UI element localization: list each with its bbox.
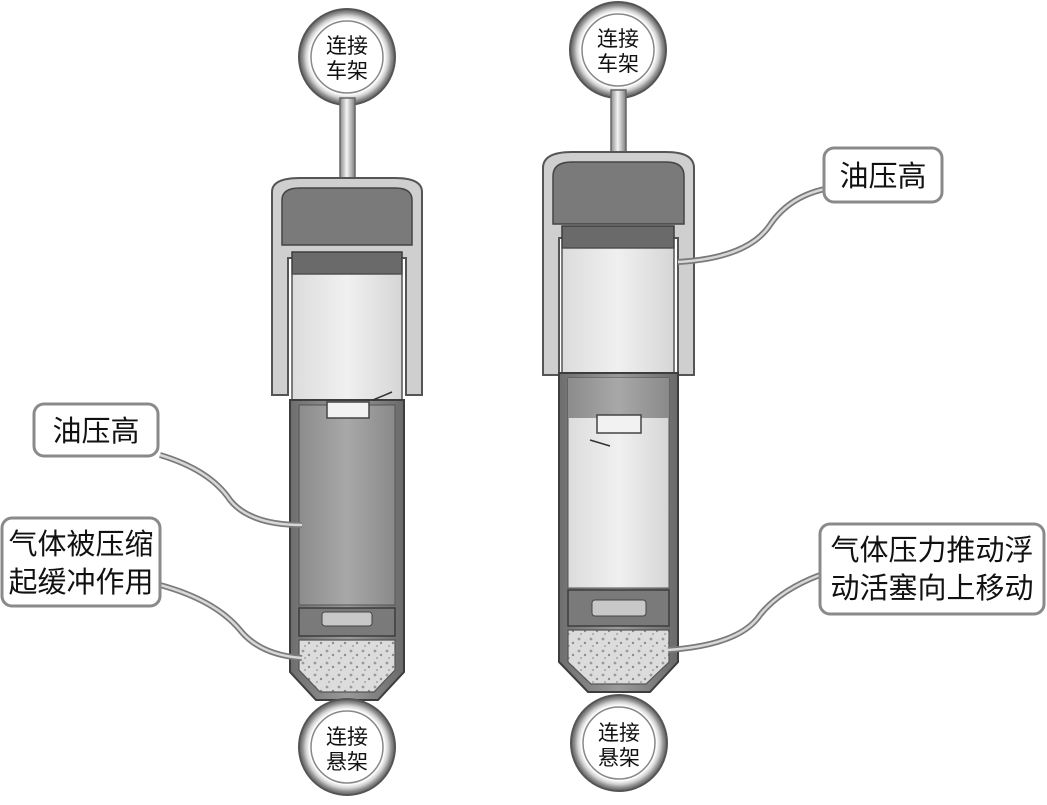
left-bottom-mount-label-line2: 悬架: [326, 750, 368, 774]
left-gas-label-box: [0, 516, 162, 608]
left-gas-chamber: [298, 639, 396, 693]
left-oil-chamber: [298, 404, 396, 606]
left-oil-label-box: [32, 402, 160, 458]
right-oil-label-box: [822, 146, 944, 204]
left-bottom-mount-label-line1: 连接: [326, 725, 368, 749]
left-oil-label: 油压高: [52, 414, 139, 448]
right-top-mount-label-line1: 连接: [597, 27, 639, 51]
left-oil-leader: [159, 452, 303, 528]
leader-lines: [159, 185, 831, 661]
left-gas-label-line1: 气体被压缩: [8, 527, 153, 561]
right-gas-chamber: [567, 629, 670, 685]
right-bottom-mount-eye: [570, 694, 668, 792]
right-gas-label-line1: 气体压力推动浮: [830, 533, 1033, 567]
right-top-mount-label-line2: 车架: [597, 52, 639, 76]
right-piston: [596, 414, 642, 434]
right-oil-label: 油压高: [839, 159, 926, 193]
left-piston: [326, 401, 370, 419]
left-top-mount-label-line1: 连接: [326, 34, 368, 58]
left-gas-label-line2: 起缓冲作用: [8, 565, 153, 599]
right-shock-absorber: [542, 1, 695, 792]
right-oil-leader: [677, 185, 831, 265]
left-shock-absorber: [271, 8, 423, 796]
left-top-mount-label-line2: 车架: [326, 59, 368, 83]
right-gas-label-line2: 动活塞向上移动: [830, 571, 1033, 605]
left-top-mount-eye: [298, 8, 396, 106]
left-bottom-mount-eye: [298, 698, 396, 796]
right-gas-label-box: [818, 522, 1046, 616]
right-bottom-mount-label-line1: 连接: [598, 721, 640, 745]
right-bottom-mount-label-line2: 悬架: [598, 746, 640, 770]
right-top-mount-eye: [569, 1, 667, 99]
